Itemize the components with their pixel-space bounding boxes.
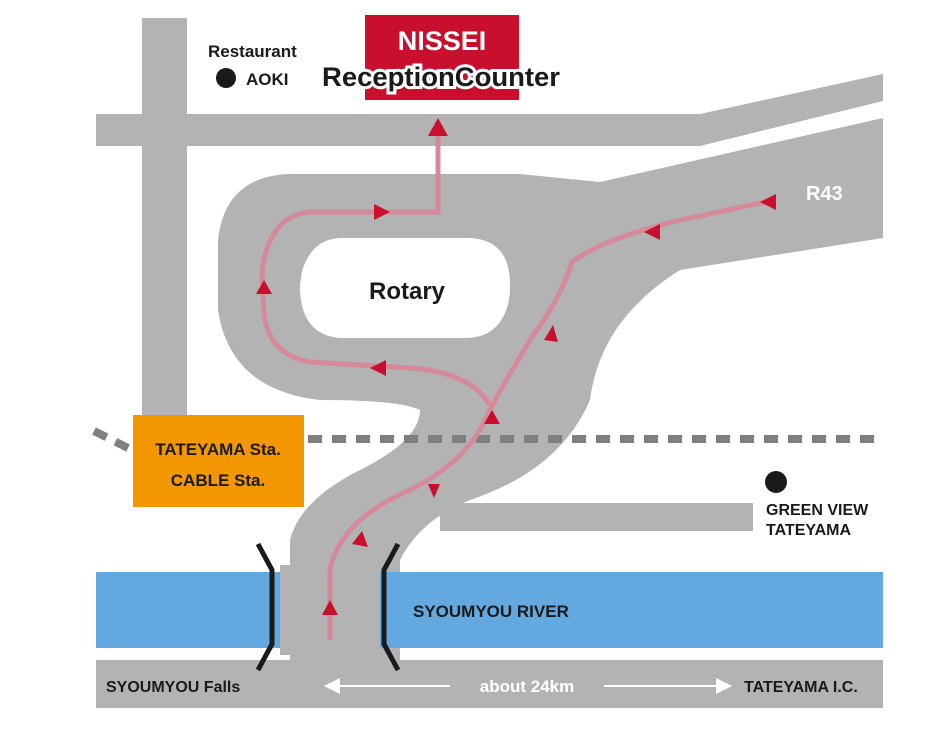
rotary-island	[301, 239, 509, 337]
rotary-road	[218, 118, 883, 665]
restaurant-name: AOKI	[246, 70, 289, 89]
station-line2: CABLE Sta.	[171, 471, 265, 490]
route-arrow	[370, 360, 386, 376]
hotel-line2: TATEYAMA	[766, 522, 851, 539]
bottom-horizontal-road	[96, 660, 883, 708]
station-line1: TATEYAMA Sta.	[155, 440, 281, 459]
river-label: SYOUMYOU RIVER	[413, 602, 569, 621]
bridge-left-rail	[255, 542, 275, 672]
hotel-line1: GREEN VIEW	[766, 502, 869, 519]
destination-box	[365, 15, 519, 100]
rotary-label: Rotary	[369, 278, 446, 305]
route-arrows	[256, 118, 776, 615]
route-arrow	[374, 204, 390, 220]
destination-line1: NISSEI	[398, 26, 487, 56]
hotel-marker-icon	[765, 471, 787, 493]
destination-line2: ReceptionCounter	[322, 62, 560, 92]
bridge-right-rail	[381, 542, 401, 672]
route-arrow	[760, 194, 776, 210]
road-network	[96, 18, 883, 708]
route-arrow	[544, 325, 558, 342]
route-arrow-destination	[428, 118, 448, 136]
left-vertical-road	[142, 18, 187, 428]
route-arrow	[256, 280, 272, 294]
interchange-label: TATEYAMA I.C.	[744, 679, 858, 696]
route-path	[327, 197, 776, 640]
route-arrow	[428, 484, 440, 498]
route-arrow	[644, 224, 660, 240]
top-horizontal-road	[96, 74, 883, 146]
route-number-label: R43	[806, 183, 843, 205]
route-path-rotary	[259, 130, 493, 407]
railway-line-left	[92, 427, 136, 455]
distance-arrow	[324, 678, 732, 694]
restaurant-marker-icon	[216, 68, 236, 88]
restaurant-label: Restaurant	[208, 42, 297, 61]
route-arrow	[352, 531, 368, 547]
hotel-spur-road	[440, 503, 753, 531]
distance-arrow-left-head	[324, 678, 340, 694]
station-box	[133, 415, 304, 507]
route-arrow	[322, 600, 338, 615]
distance-arrow-right-head	[716, 678, 732, 694]
distance-label: about 24km	[480, 677, 574, 696]
route-arrow	[484, 410, 500, 424]
river	[96, 572, 883, 648]
falls-label: SYOUMYOU Falls	[106, 679, 240, 696]
